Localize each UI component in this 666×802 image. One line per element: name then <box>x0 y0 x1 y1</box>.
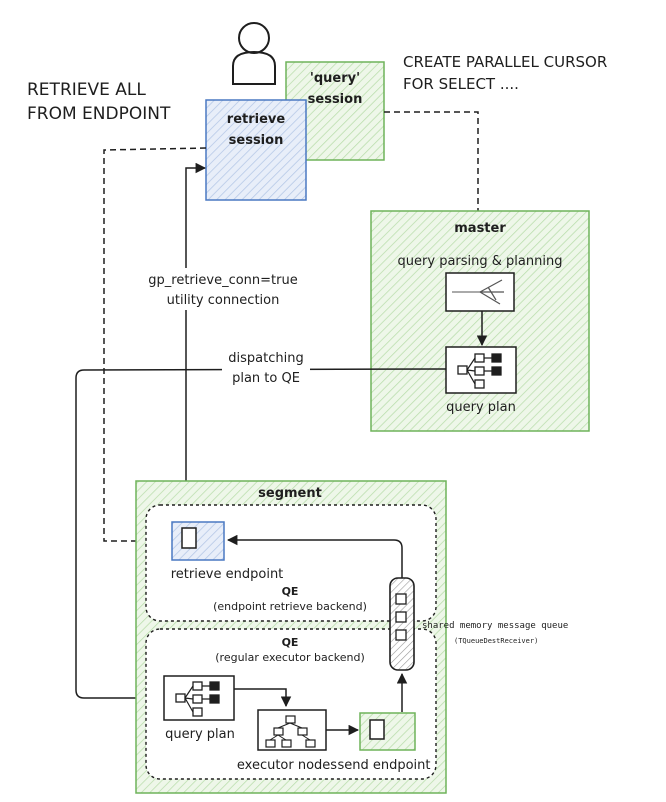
retrieve-session-to-endpoint-connector <box>103 147 207 547</box>
shared-memory-queue-icon <box>389 577 415 671</box>
utility-connection-label: gp_retrieve_conn=true <box>148 273 297 288</box>
parser-icon <box>445 272 515 312</box>
dispatching-label-2: plan to QE <box>232 371 300 386</box>
qe-retrieve-subtitle: (endpoint retrieve backend) <box>213 600 367 613</box>
shm-queue-sublabel: (TQueueDestReceiver) <box>454 637 538 645</box>
retrieve-session-label: retrieve <box>227 112 286 127</box>
for-select-label: FOR SELECT .... <box>403 75 519 93</box>
master-title: master <box>454 221 506 236</box>
retrieve-endpoint-label: retrieve endpoint <box>171 567 284 582</box>
retrieve-session-box: retrieve session <box>205 99 307 201</box>
segment-box: segment retrieve endpoint QE (endpoint r… <box>135 480 447 794</box>
dispatching-label: dispatching <box>228 351 303 366</box>
query-session-label: 'query' <box>310 71 360 86</box>
qe-retrieve-title: QE <box>282 585 299 598</box>
query-plan-master-label: query plan <box>446 400 516 415</box>
executor-nodes-icon <box>257 709 327 751</box>
retrieve-all-label: RETRIEVE ALL <box>27 80 146 100</box>
query-plan-segment-label: query plan <box>165 727 235 742</box>
segment-title: segment <box>258 486 322 501</box>
qe-regular-title: QE <box>282 636 299 649</box>
utility-connection-connector <box>185 162 207 520</box>
utility-connection-label-2: utility connection <box>167 293 280 308</box>
qe-regular-subtitle: (regular executor backend) <box>215 651 364 664</box>
retrieve-session-label-2: session <box>229 133 284 148</box>
queue-to-retrieve-connector <box>226 534 403 578</box>
query-parsing-label: query parsing & planning <box>398 254 563 269</box>
send-endpoint-icon <box>359 712 416 751</box>
send-endpoint-label: send endpoint <box>337 758 430 773</box>
query-session-label-2: session <box>308 92 363 107</box>
create-parallel-label: CREATE PARALLEL CURSOR <box>403 53 607 71</box>
retrieve-endpoint-icon <box>171 521 225 561</box>
shm-queue-label: shared memory message queue <box>422 621 568 631</box>
from-endpoint-label: FROM ENDPOINT <box>27 104 171 124</box>
segment-query-plan-icon <box>163 675 235 721</box>
user-icon <box>232 22 276 85</box>
plan-to-executor-connector <box>234 688 292 708</box>
master-box: master query parsing & planning query pl… <box>370 210 590 432</box>
dispatch-connector <box>75 368 447 704</box>
query-plan-icon <box>445 346 517 394</box>
executor-nodes-label: executor nodes <box>237 758 337 773</box>
